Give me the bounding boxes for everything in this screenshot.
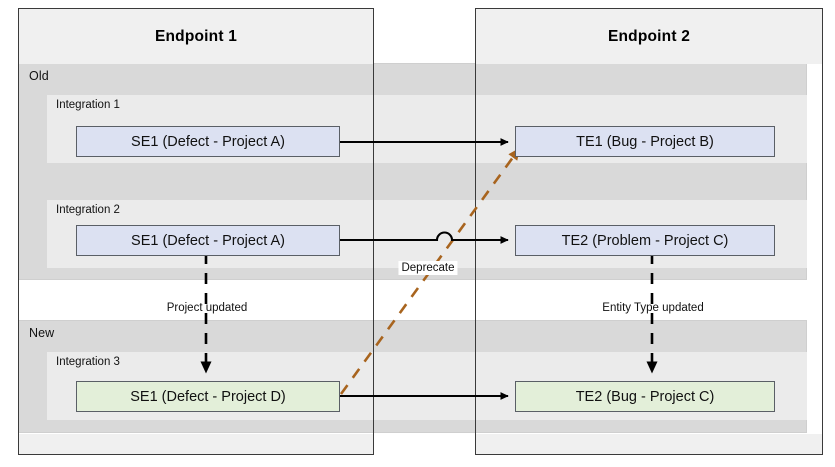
edge-label-entity-type-updated: Entity Type updated <box>602 302 703 314</box>
band-gap-strip <box>374 281 475 320</box>
connector-deprecate <box>339 147 521 395</box>
entity-label: SE1 (Defect - Project A) <box>131 133 285 150</box>
entity-se1-old-2[interactable]: SE1 (Defect - Project A) <box>76 225 340 256</box>
entity-label: TE2 (Problem - Project C) <box>561 232 729 249</box>
entity-label: TE2 (Bug - Project C) <box>575 388 715 405</box>
entity-se1-old-1[interactable]: SE1 (Defect - Project A) <box>76 126 340 157</box>
integration-2-label: Integration 2 <box>56 204 120 216</box>
entity-label: SE1 (Defect - Project A) <box>131 232 285 249</box>
integration-3-label: Integration 3 <box>56 356 120 368</box>
entity-se1-new-3[interactable]: SE1 (Defect - Project D) <box>76 381 340 412</box>
entity-label: TE1 (Bug - Project B) <box>576 133 714 150</box>
band-new-label: New <box>29 326 55 340</box>
integration-1-label: Integration 1 <box>56 99 120 111</box>
entity-te2-old-2[interactable]: TE2 (Problem - Project C) <box>515 225 775 256</box>
edge-label-text: Entity Type updated <box>602 302 704 314</box>
edge-label-project-updated: Project updated <box>167 302 248 314</box>
edge-label-deprecate: Deprecate <box>398 261 458 275</box>
entity-te2-new-3[interactable]: TE2 (Bug - Project C) <box>515 381 775 412</box>
band-old-label: Old <box>29 69 49 83</box>
entity-label: SE1 (Defect - Project D) <box>130 388 286 405</box>
edge-label-text: Project updated <box>166 302 248 314</box>
connector-integration-2 <box>340 231 509 244</box>
edge-label-text: Deprecate <box>401 262 455 274</box>
entity-te1-old-1[interactable]: TE1 (Bug - Project B) <box>515 126 775 157</box>
